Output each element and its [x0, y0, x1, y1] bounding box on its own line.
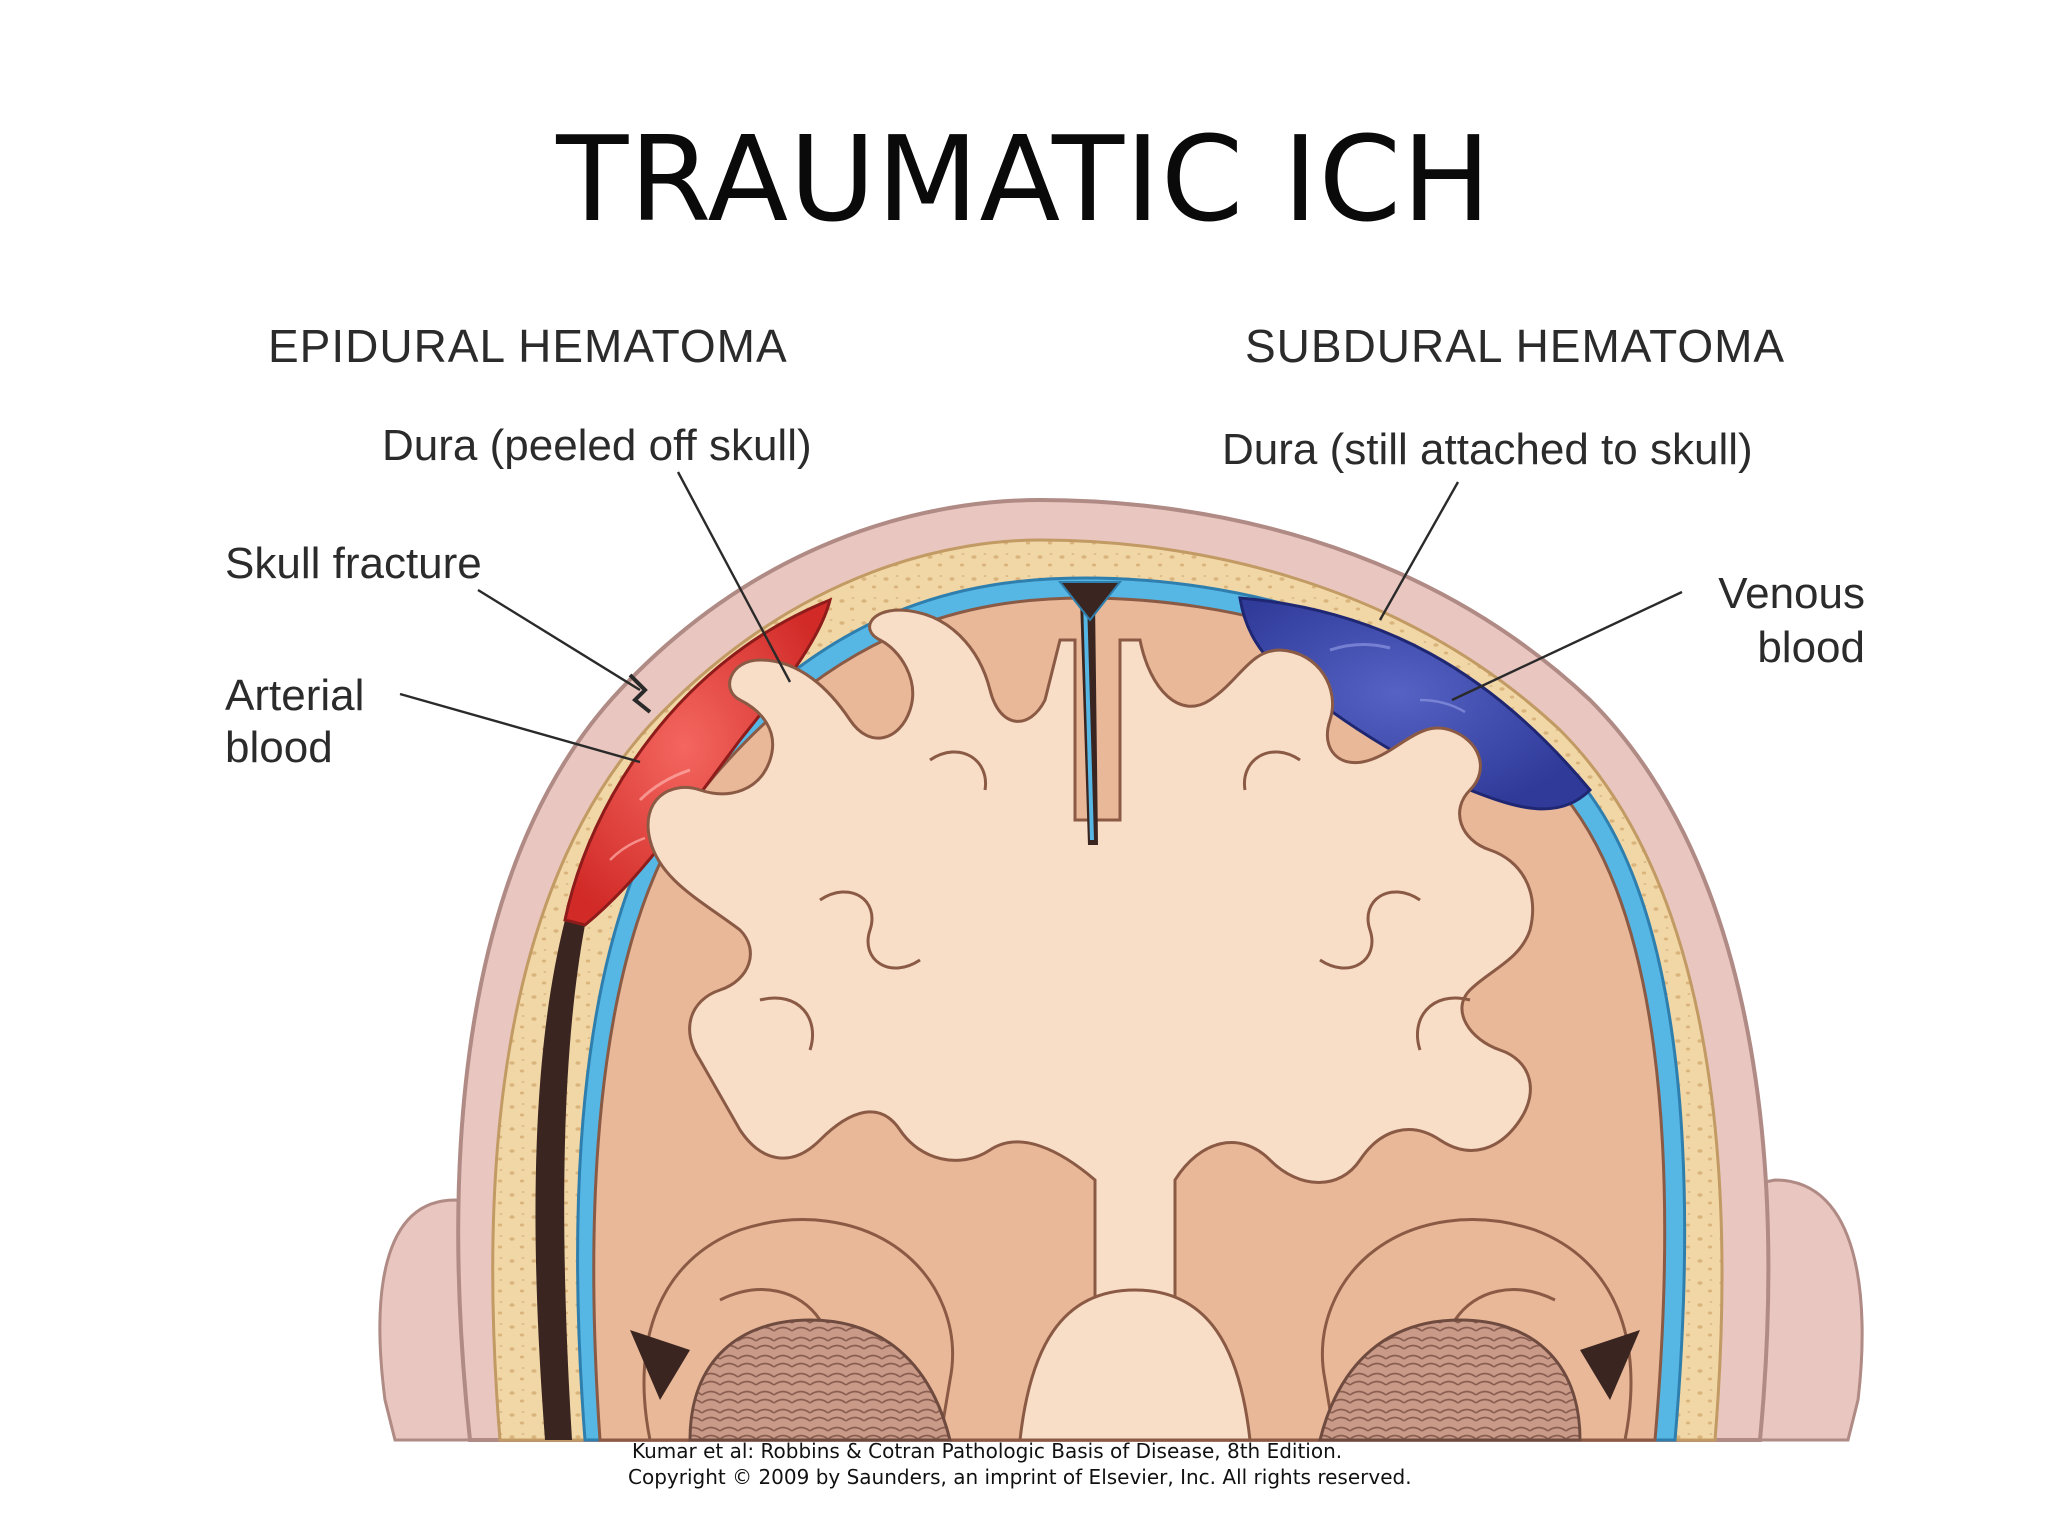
- label-venous-line1: Venous: [1718, 569, 1865, 618]
- skull-fracture-mark: [628, 673, 652, 714]
- right-cerebellum: [1318, 1318, 1582, 1442]
- label-arterial-line2: blood: [225, 723, 333, 772]
- label-arterial-line1: Arterial: [225, 671, 364, 720]
- leader-arterial: [399, 692, 641, 764]
- left-dark-space: [535, 920, 585, 1440]
- superior-sagittal-sinus: [1057, 581, 1123, 622]
- brainstem: [1018, 1288, 1252, 1442]
- leader-dura-peeled: [676, 471, 792, 683]
- epidural-heading: EPIDURAL HEMATOMA: [268, 320, 788, 372]
- left-cerebellum: [688, 1318, 952, 1442]
- white-matter: [646, 608, 1535, 1442]
- label-dura-peeled: Dura (peeled off skull): [382, 421, 812, 470]
- credit-line-1: Kumar et al: Robbins & Cotran Pathologic…: [632, 1439, 1342, 1463]
- label-skull-fracture: Skull fracture: [225, 539, 482, 588]
- credit-line-2: Copyright © 2009 by Saunders, an imprint…: [628, 1465, 1412, 1489]
- label-venous-line2: blood: [1757, 623, 1865, 672]
- label-dura-attached: Dura (still attached to skull): [1222, 425, 1753, 474]
- leader-venous: [1451, 590, 1683, 702]
- leader-dura-attached: [1378, 481, 1460, 621]
- subdural-heading: SUBDURAL HEMATOMA: [1245, 320, 1785, 372]
- leader-skull-fracture: [477, 588, 641, 692]
- slide-title: TRAUMATIC ICH: [556, 110, 1492, 248]
